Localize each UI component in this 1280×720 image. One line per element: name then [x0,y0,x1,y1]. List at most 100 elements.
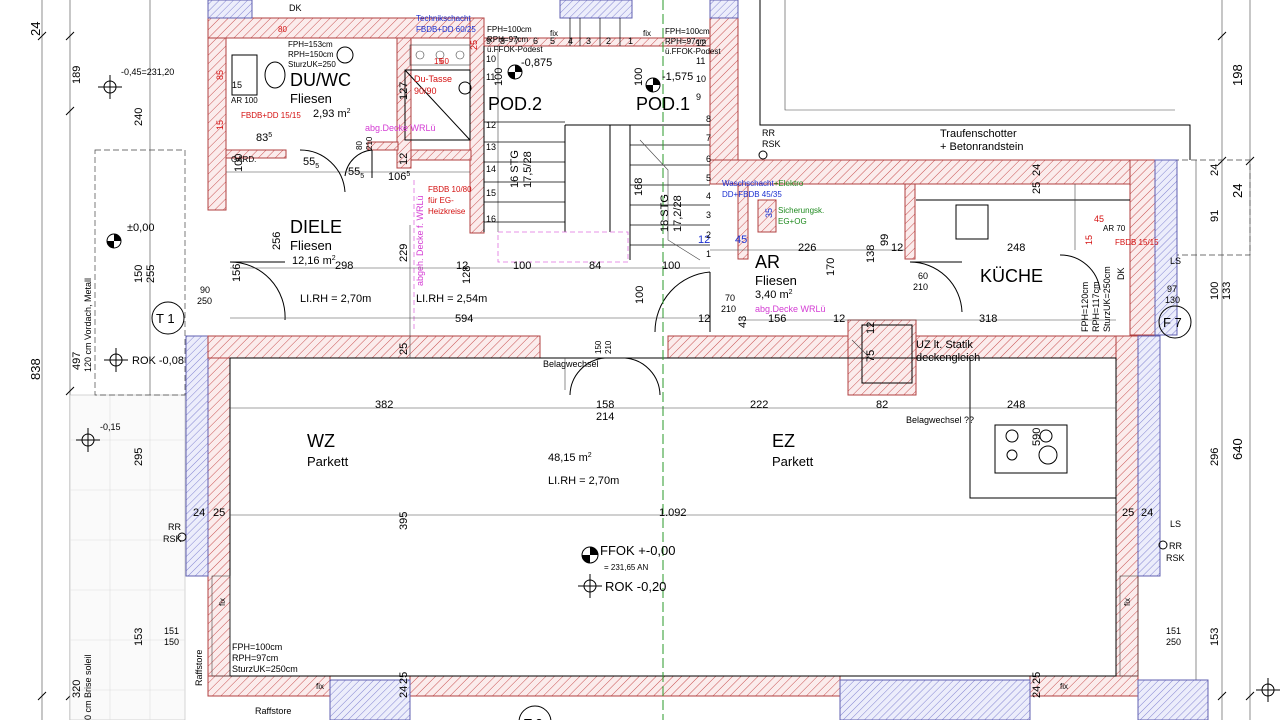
svg-text:25: 25 [213,507,225,519]
svg-text:210: 210 [365,136,374,150]
svg-text:12: 12 [456,260,468,272]
room-name-kueche: KÜCHE [980,266,1043,286]
stair-b-step-9: 9 [696,92,701,102]
note-waschschacht-1: Waschschacht+Elektro [722,179,804,188]
stair-b-step-8: 8 [706,114,711,124]
stair-a-step-14: 14 [486,164,496,174]
note-fbdb-1515-left: FBDB+DD 15/15 [241,111,301,120]
room-finish-ez: Parkett [772,454,814,469]
svg-text:25: 25 [1031,182,1043,194]
svg-text:25: 25 [1122,507,1134,519]
svg-text:24: 24 [193,507,205,519]
level-ffok: FFOK +-0,00 [600,543,676,558]
note-technikschacht-2: FBDB+DD 60/25 [416,25,476,34]
svg-text:12: 12 [698,234,710,246]
stair-b-step-6: 6 [706,154,711,164]
note-technikschacht-1: Technikschacht [416,14,471,23]
svg-text:82: 82 [876,399,888,411]
note-fix-6: fix [1123,598,1132,606]
svg-text:91: 91 [1209,210,1221,222]
svg-text:156: 156 [768,313,786,325]
axis-bubble-t1 [151,301,185,335]
svg-text:12: 12 [865,322,877,334]
note-rrrsk-top-1: RR [762,128,775,138]
note-fph-pod2-2: RPH=97cm [487,35,528,44]
stair-a-step-4: 4 [568,36,573,46]
svg-text:296: 296 [1209,448,1221,466]
note-uz-1: UZ lt. Statik [916,339,973,351]
svg-text:24: 24 [28,22,43,36]
room-finish-duwc: Fliesen [290,91,332,106]
room-area-main: 48,15 m2 [548,452,592,464]
level-rok-left: ROK -0,08 [132,355,184,367]
note-fix-5: fix [218,598,227,606]
svg-text:210: 210 [721,304,736,314]
note-rrrsk-top-2: RSK [762,139,781,149]
svg-text:45: 45 [735,234,747,246]
note-fph-duwc-1: FPH=153cm [288,40,333,49]
svg-text:150: 150 [133,265,145,283]
note-sicherung-2: EG+OG [778,217,807,226]
svg-text:24: 24 [1031,164,1043,176]
room-name-ar: AR [755,252,780,272]
room-name-ez: EZ [772,431,795,451]
note-fix-4: fix [1060,682,1068,691]
svg-text:25: 25 [398,343,410,355]
svg-text:25: 25 [1031,672,1043,684]
note-dutasse-1: Du-Tasse [414,74,452,84]
stair-b-step-1: 1 [706,249,711,259]
svg-text:255: 255 [145,265,157,283]
svg-text:24: 24 [398,686,410,698]
svg-text:100: 100 [233,154,245,172]
svg-text:24: 24 [1031,686,1043,698]
stair-a-step-3: 3 [586,36,591,46]
svg-text:170: 170 [825,258,837,276]
svg-text:835: 835 [256,132,272,144]
svg-text:100: 100 [633,68,645,86]
svg-text:158: 158 [596,399,614,411]
room-area-duwc: 2,93 m2 [313,108,351,120]
svg-text:138: 138 [865,245,877,263]
note-fph-pod2-3: ü.FFOK-Podest [487,45,543,54]
svg-text:555: 555 [303,156,319,170]
svg-text:198: 198 [1230,64,1245,86]
stair-a-step-2: 2 [606,36,611,46]
svg-text:90: 90 [200,285,210,295]
note-dk: DK [289,3,302,13]
note-raffstore-2: Raffstore [255,706,291,716]
room-height-corridor: LI.RH = 2,54m [416,293,487,305]
svg-text:250: 250 [197,296,212,306]
axis-bubble-t2 [518,705,552,720]
svg-text:12: 12 [398,153,410,165]
note-fph-left-3: SturzUK=250cm [232,664,298,674]
note-belagwechsel-2: Belagwechsel ?? [906,415,974,425]
svg-text:130: 130 [1165,295,1180,305]
svg-text:153: 153 [133,628,145,646]
svg-text:100: 100 [634,286,646,304]
svg-text:151: 151 [164,626,179,636]
svg-text:229: 229 [398,244,410,262]
svg-text:35: 35 [764,208,774,218]
note-ls-2: LS [1170,519,1181,529]
note-fix-1: fix [550,29,558,38]
svg-text:80: 80 [278,25,287,34]
room-height-diele: LI.RH = 2,70m [300,293,371,305]
note-fix-2: fix [643,29,651,38]
svg-text:60: 60 [918,271,928,281]
note-ls-1: LS [1170,256,1181,266]
note-rrrsk-right-2: RSK [1166,553,1185,563]
stair-a-step-8: 8 [500,36,505,46]
svg-text:298: 298 [335,260,353,272]
svg-text:838: 838 [28,358,43,380]
room-finish-ar: Fliesen [755,273,797,288]
note-sicherung-1: Sicherungsk. [778,206,824,215]
stair-a-step-12: 12 [486,120,496,130]
note-fbdb-heiz-2: für EG- [428,196,454,205]
note-fph-pod1-3: ü.FFOK-Podest [665,47,721,56]
note-rrrsk-right-1: RR [1169,541,1182,551]
note-dk-2: DK [1116,267,1126,280]
svg-text:1065: 1065 [388,171,410,183]
stair-a-step-5: 5 [550,36,555,46]
svg-text:45: 45 [1094,214,1104,224]
svg-text:85: 85 [215,70,225,80]
